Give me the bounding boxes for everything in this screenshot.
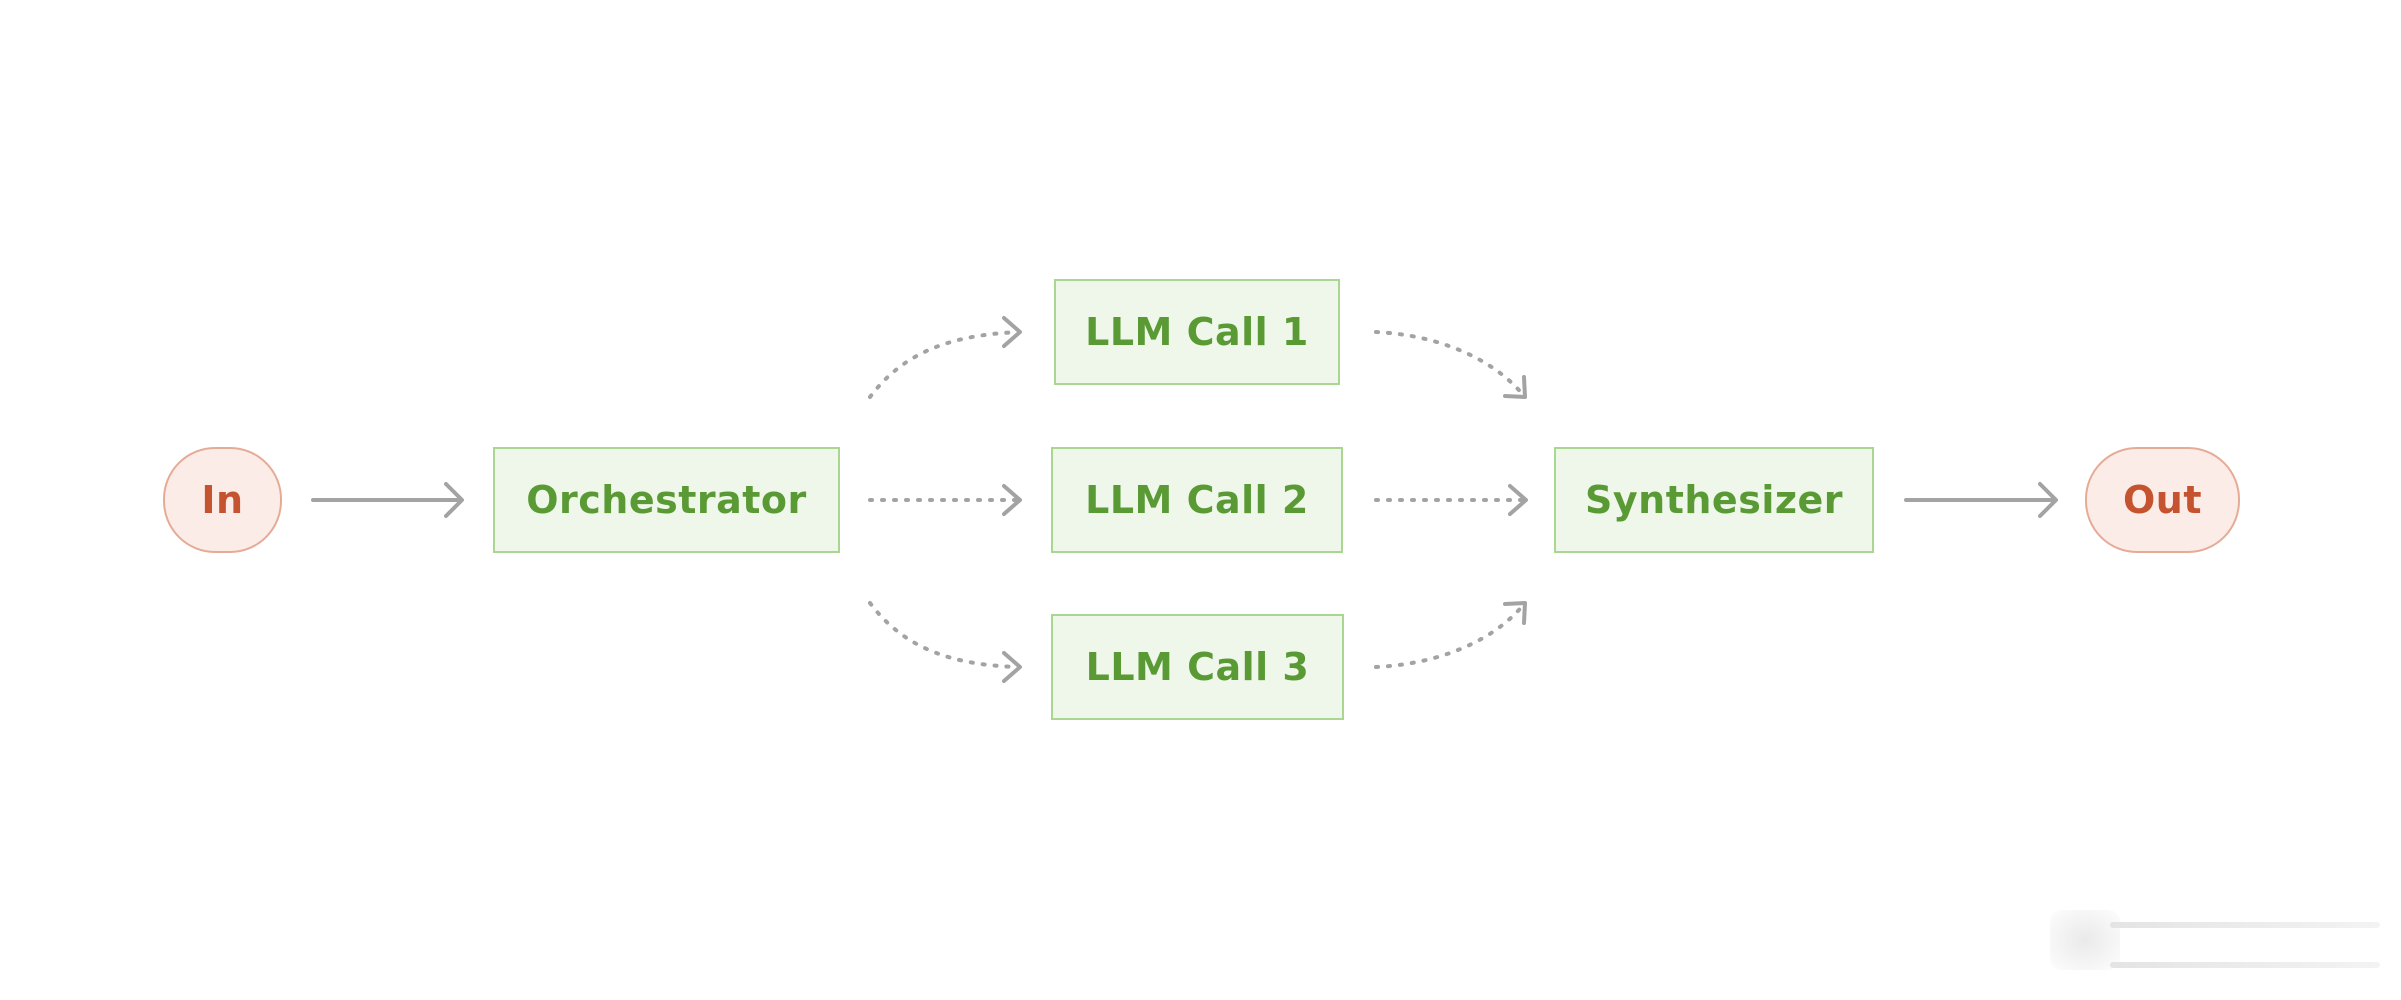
node-synthesizer: Synthesizer bbox=[1554, 447, 1874, 553]
node-orchestrator-label: Orchestrator bbox=[526, 478, 807, 522]
arrowhead-out bbox=[2038, 482, 2058, 518]
node-orchestrator: Orchestrator bbox=[493, 447, 840, 553]
watermark-smudge bbox=[2050, 910, 2120, 970]
arrowhead-synthesizer-bottom bbox=[1503, 601, 1527, 625]
edge-llm-call-3-to-synthesizer bbox=[1374, 602, 1526, 669]
arrowhead-synthesizer-middle bbox=[1508, 484, 1528, 516]
watermark-bar-top bbox=[2110, 922, 2380, 928]
node-llm-call-2-label: LLM Call 2 bbox=[1085, 478, 1309, 522]
node-synthesizer-label: Synthesizer bbox=[1585, 478, 1843, 522]
edge-orchestrator-to-llm-call-1 bbox=[868, 330, 1020, 399]
node-llm-call-1-label: LLM Call 1 bbox=[1085, 310, 1309, 354]
arrowhead-synthesizer-top bbox=[1503, 375, 1527, 399]
edge-orchestrator-to-llm-call-3 bbox=[868, 601, 1020, 669]
edge-llm-call-1-to-synthesizer bbox=[1374, 330, 1526, 398]
node-in: In bbox=[163, 447, 282, 553]
arrowhead-llm-call-3 bbox=[1002, 651, 1022, 683]
arrowhead-llm-call-1 bbox=[1002, 316, 1022, 348]
node-out: Out bbox=[2085, 447, 2240, 553]
node-out-label: Out bbox=[2122, 478, 2203, 522]
node-llm-call-3: LLM Call 3 bbox=[1051, 614, 1344, 720]
arrowhead-llm-call-2 bbox=[1002, 484, 1022, 516]
node-in-label: In bbox=[201, 478, 244, 522]
node-llm-call-3-label: LLM Call 3 bbox=[1085, 645, 1310, 689]
node-llm-call-1: LLM Call 1 bbox=[1054, 279, 1340, 385]
watermark-bar-bottom bbox=[2110, 962, 2380, 968]
node-llm-call-2: LLM Call 2 bbox=[1051, 447, 1343, 553]
arrowhead-orchestrator bbox=[444, 482, 464, 518]
